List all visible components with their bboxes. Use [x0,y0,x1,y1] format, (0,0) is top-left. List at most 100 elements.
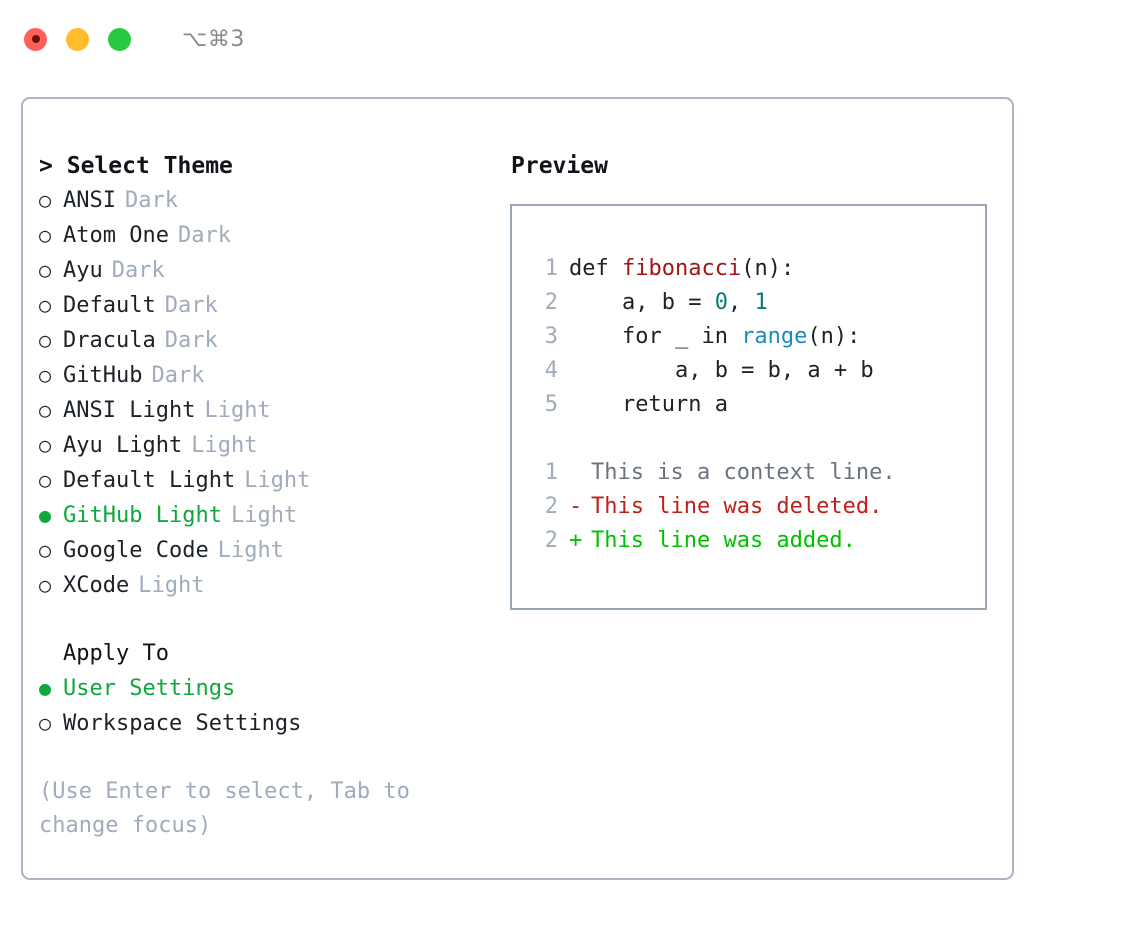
radio-icon: ○ [39,538,52,562]
code-segment: return a [569,392,728,417]
diff-line-number: 1 [544,460,558,485]
theme-item-dracula[interactable]: ○ Dracula Dark [39,323,491,358]
theme-item-badge: Dark [151,363,205,388]
radio-icon: ○ [39,223,52,247]
apply-to-item-workspace-settings[interactable]: ○ Workspace Settings [39,706,491,741]
zoom-window-button[interactable] [108,27,131,51]
code-segment: (n): [741,256,795,281]
theme-item-badge: Dark [164,328,218,353]
code-line-number: 3 [544,324,558,349]
diff-line-added: 2 + This line was added. [528,524,985,558]
code-segment-call: range [741,324,808,349]
apply-to-item-label: User Settings [63,676,236,701]
minimize-window-button[interactable] [66,27,89,51]
theme-item-github[interactable]: ○ GitHub Dark [39,358,491,393]
radio-icon: ○ [39,188,52,212]
code-segment: a, b = [569,290,715,315]
radio-icon: ○ [39,293,52,317]
code-segment-function: fibonacci [621,256,742,281]
theme-item-badge: Dark [164,293,218,318]
theme-item-label: Ayu [63,258,103,283]
theme-item-ayu[interactable]: ○ Ayu Dark [39,253,491,288]
code-line: 5 return a [528,388,985,422]
radio-icon: ○ [39,711,52,735]
radio-icon: ○ [39,328,52,352]
keyboard-shortcut-label: ⌥⌘3 [182,26,245,52]
theme-item-label: Atom One [63,223,169,248]
diff-plus-icon: + [569,528,583,553]
radio-icon: ○ [39,573,52,597]
theme-item-badge: Light [204,398,271,423]
radio-icon: ○ [39,468,52,492]
code-segment: , [727,290,755,315]
theme-item-badge: Dark [177,223,231,248]
code-segment: for _ in [569,324,742,349]
theme-item-google-code[interactable]: ○ Google Code Light [39,533,491,568]
code-line-number: 5 [544,392,558,417]
theme-item-label: ANSI [63,188,116,213]
select-theme-heading-label: Select Theme [66,153,233,179]
apply-to-list[interactable]: ● User Settings ○ Workspace Settings [39,671,491,741]
theme-item-label: Dracula [63,328,156,353]
preview-heading: Preview [511,153,608,179]
theme-item-label: XCode [63,573,130,598]
diff-line-text: This line was added. [591,528,856,553]
theme-item-label: Ayu Light [63,433,183,458]
theme-item-badge: Light [138,573,205,598]
theme-item-label: Google Code [63,538,209,563]
code-line-number: 2 [544,290,558,315]
focus-caret-icon: > [39,153,53,179]
code-line: 3 for _ in range(n): [528,320,985,354]
keyboard-hint-text: (Use Enter to select, Tab to change focu… [39,779,424,838]
spacer [528,422,985,456]
diff-line-context: 1 This is a context line. [528,456,985,490]
radio-selected-icon: ● [39,503,52,527]
close-window-button[interactable] [24,27,47,51]
radio-icon: ○ [39,398,52,422]
radio-icon: ○ [39,363,52,387]
theme-item-label: Default [63,293,156,318]
theme-item-badge: Light [191,433,258,458]
diff-line-text: This is a context line. [591,460,896,485]
apply-to-item-user-settings[interactable]: ● User Settings [39,671,491,706]
theme-item-github-light[interactable]: ● GitHub Light Light [39,498,491,533]
diff-line-deleted: 2-This line was deleted. [528,490,985,524]
theme-item-badge: Light [244,468,311,493]
theme-item-label: Default Light [63,468,236,493]
code-segment-number: 1 [754,290,768,315]
theme-item-badge: Light [230,503,298,528]
radio-icon: ○ [39,258,52,282]
theme-item-ayu-light[interactable]: ○ Ayu Light Light [39,428,491,463]
apply-to-item-label: Workspace Settings [63,711,302,736]
diff-marker-icon [569,456,591,490]
theme-item-xcode[interactable]: ○ XCode Light [39,568,491,603]
code-segment-number: 0 [714,290,728,315]
diff-line-number: 2 [544,494,558,519]
diff-line-number: 2 [544,528,558,553]
theme-item-label: GitHub Light [63,503,222,528]
theme-item-ansi-light[interactable]: ○ ANSI Light Light [39,393,491,428]
diff-minus-icon: - [569,494,583,519]
radio-selected-icon: ● [39,676,52,700]
theme-item-default[interactable]: ○ Default Dark [39,288,491,323]
title-bar: ⌥⌘3 [0,0,1140,78]
theme-item-atom-one[interactable]: ○ Atom One Dark [39,218,491,253]
theme-item-label: ANSI Light [63,398,196,423]
radio-icon: ○ [39,433,52,457]
code-line: 2 a, b = 0, 1 [528,286,985,320]
theme-item-default-light[interactable]: ○ Default Light Light [39,463,491,498]
select-theme-heading: > Select Theme [39,149,491,183]
theme-item-label: GitHub [63,363,143,388]
theme-item-badge: Dark [111,258,165,283]
code-segment: a, b = b, a + b [569,358,874,383]
theme-item-badge: Light [217,538,284,563]
apply-to-heading: Apply To [63,641,169,666]
